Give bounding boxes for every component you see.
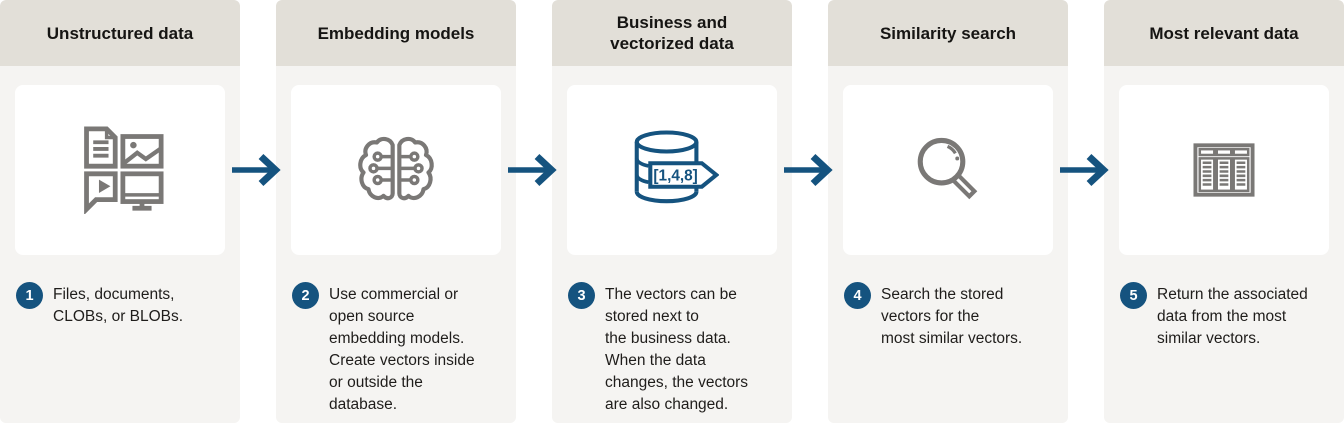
column-title: Most relevant data xyxy=(1104,0,1344,66)
step-number-badge: 3 xyxy=(568,282,595,309)
magnifier-icon xyxy=(917,137,978,200)
flow-arrow-icon xyxy=(1060,153,1109,187)
step-note: 5 Return the associated data from the mo… xyxy=(1104,255,1344,350)
icon-card xyxy=(843,85,1053,255)
step-note: 3 The vectors can be stored next to the … xyxy=(552,255,792,416)
step-number-badge: 5 xyxy=(1120,282,1147,309)
data-table-icon xyxy=(1193,143,1255,197)
step-number-badge: 2 xyxy=(292,282,319,309)
step-column-unstructured-data: Unstructured data 1 File xyxy=(0,0,240,423)
flow-arrow-icon xyxy=(784,153,833,187)
step-number-badge: 1 xyxy=(16,282,43,309)
step-description: Search the stored vectors for the most s… xyxy=(881,286,1023,347)
step-note: 2 Use commercial or open source embeddin… xyxy=(276,255,516,416)
step-column-embedding-models: Embedding models 2 Use commercial o xyxy=(276,0,516,423)
flow-arrow-icon xyxy=(232,153,281,187)
column-title: Embedding models xyxy=(276,0,516,66)
icon-card xyxy=(291,85,501,255)
step-column-similarity-search: Similarity search 4 Search the stored ve… xyxy=(828,0,1068,423)
vector-values-label: [1,4,8] xyxy=(653,167,697,184)
icon-card: [1,4,8] xyxy=(567,85,777,255)
step-description: Use commercial or open source embedding … xyxy=(329,286,475,413)
database-vector-icon: [1,4,8] xyxy=(634,130,719,204)
embedding-models-brain-icon xyxy=(358,136,434,201)
column-title: Unstructured data xyxy=(0,0,240,66)
step-note: 4 Search the stored vectors for the most… xyxy=(828,255,1068,350)
column-title: Similarity search xyxy=(828,0,1068,66)
step-description: The vectors can be stored next to the bu… xyxy=(605,286,749,413)
step-description: Return the associated data from the most… xyxy=(1157,286,1308,347)
step-column-most-relevant-data: Most relevant data 5 xyxy=(1104,0,1344,423)
unstructured-data-icon xyxy=(84,126,164,214)
step-note: 1 Files, documents, CLOBs, or BLOBs. xyxy=(0,255,240,328)
icon-card xyxy=(15,85,225,255)
step-column-business-vectorized-data: Business and vectorized data [1,4,8] 3 T… xyxy=(552,0,792,423)
icon-card xyxy=(1119,85,1329,255)
column-title: Business and vectorized data xyxy=(552,0,792,66)
step-description: Files, documents, CLOBs, or BLOBs. xyxy=(53,286,184,325)
step-number-badge: 4 xyxy=(844,282,871,309)
flow-arrow-icon xyxy=(508,153,557,187)
